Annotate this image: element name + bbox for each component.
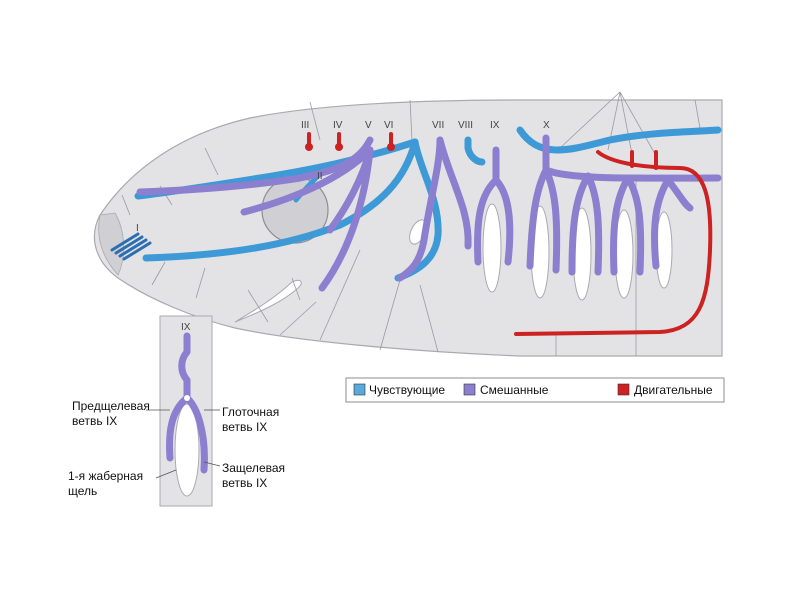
label-V: V — [365, 120, 372, 131]
vagus-branch-3b — [624, 174, 645, 276]
label-VI: VI — [384, 120, 393, 131]
inset-label-ix: IX — [181, 322, 191, 333]
vestibulocochlear-nerve — [464, 136, 486, 166]
motor-nerves — [307, 132, 713, 336]
inset-gill-slit-1: 1-я жаберная — [68, 469, 143, 483]
label-X: X — [543, 120, 550, 131]
inset-gill-slit-2: щель — [68, 484, 97, 498]
legend-swatch-mixed — [463, 383, 476, 396]
trigeminal-nerve — [136, 136, 374, 196]
hypobranchial-nerve — [514, 150, 713, 336]
nerve-labels: I II III IV V VI VII VIII IX X — [136, 120, 550, 234]
snout-tip — [98, 212, 125, 276]
label-IV: IV — [333, 120, 343, 131]
lateral-line-nerve — [516, 126, 722, 154]
vagus-branch-1 — [526, 166, 550, 270]
mixed-nerves — [136, 134, 722, 292]
vagus-trunk — [542, 134, 722, 182]
legend-label-sensory: Чувствующие — [369, 383, 445, 397]
label-VIII: VIII — [458, 120, 473, 131]
glossopharyngeal-post — [492, 176, 514, 266]
inset-pharyngeal-2: ветвь IX — [222, 420, 267, 434]
inset-panel: IX Предщелевая ветвь IX Глоточная ветвь … — [68, 315, 285, 507]
inset-gill-slit — [174, 403, 200, 497]
vagus-branch-1b — [542, 166, 561, 274]
gill-slits — [482, 203, 673, 301]
occipital-roots — [630, 150, 658, 170]
legend-box — [345, 377, 725, 403]
vagus-branch-3 — [610, 174, 632, 276]
inset-posttrematic-2: ветвь IX — [222, 476, 267, 490]
mouth — [234, 279, 302, 323]
vagus-branch-4b — [664, 176, 694, 212]
vagus-branch-2 — [568, 172, 592, 276]
facial-nerve — [396, 136, 444, 282]
inset-posttrematic-1: Защелевая — [222, 461, 285, 475]
inset-pretrematic-2: ветвь IX — [72, 414, 117, 428]
vagus-branch-4 — [651, 176, 672, 270]
head-body — [93, 99, 723, 357]
vagus-branch-2b — [584, 172, 603, 276]
label-IX: IX — [490, 120, 500, 131]
legend-swatch-sensory — [353, 383, 366, 396]
facial-nerve-hyoid — [436, 136, 472, 250]
legend-label-motor: Двигательные — [634, 383, 713, 397]
legend: Чувствующие Смешанные Двигательные — [345, 377, 725, 403]
inset-pharyngeal-1: Глоточная — [222, 405, 279, 419]
label-II: II — [317, 171, 323, 182]
motor-nerve-roots — [305, 143, 395, 151]
label-VII: VII — [432, 120, 444, 131]
trigeminal-ophthalmic-profundus — [240, 146, 374, 216]
legend-label-mixed: Смешанные — [480, 383, 549, 397]
trigeminal-mandibular — [318, 146, 374, 292]
hyomandibular-nerve — [394, 138, 442, 282]
label-III: III — [301, 120, 309, 131]
legend-swatch-motor — [617, 383, 630, 396]
olfactory-nerve — [110, 232, 152, 261]
label-I: I — [136, 223, 139, 234]
inset-pretrematic-1: Предщелевая — [72, 399, 150, 413]
